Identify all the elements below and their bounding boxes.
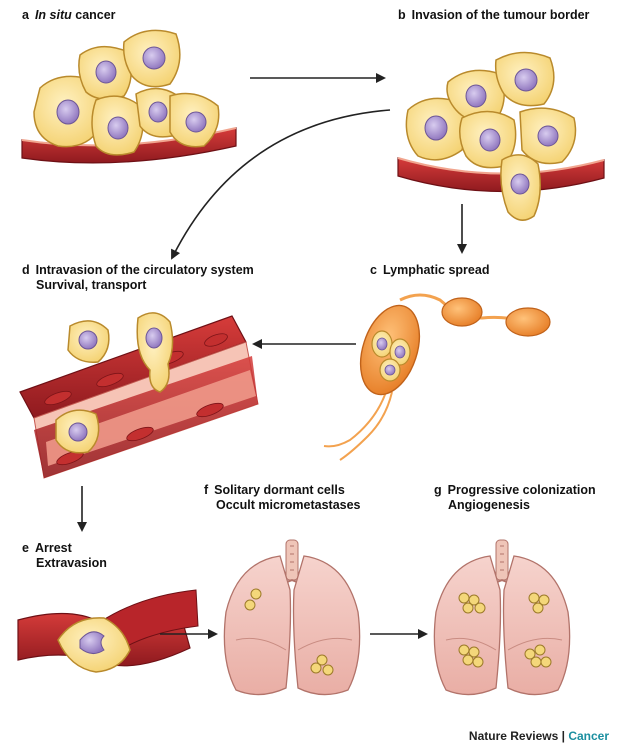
panel-title: cancer bbox=[72, 8, 116, 22]
panel-c-label: c Lymphatic spread bbox=[370, 263, 489, 278]
panel-title-line1: Solitary dormant cells bbox=[214, 483, 345, 497]
panel-title-line1: Progressive colonization bbox=[448, 483, 596, 497]
panel-title-line1: Arrest bbox=[35, 541, 72, 555]
panel-letter: g bbox=[434, 483, 442, 497]
panel-d-label: d Intravasion of the circulatory system S… bbox=[22, 263, 254, 293]
panel-d-intravasion bbox=[20, 313, 258, 478]
panel-letter: c bbox=[370, 263, 377, 277]
panel-c-lymphatic-spread bbox=[324, 295, 550, 460]
credit-separator: | bbox=[558, 729, 568, 743]
tumour-cell-cluster bbox=[34, 30, 219, 154]
panel-g-label: g Progressive colonization Angiogenesis bbox=[434, 483, 596, 513]
panel-letter: a bbox=[22, 8, 29, 22]
panel-a-in-situ-cancer bbox=[22, 30, 236, 162]
panel-e-arrest bbox=[18, 590, 198, 672]
panel-title-line2: Extravasion bbox=[36, 556, 107, 570]
journal-credit: Nature Reviews | Cancer bbox=[469, 729, 609, 743]
panel-title: Invasion of the tumour border bbox=[412, 8, 590, 22]
journal-section: Cancer bbox=[568, 729, 609, 743]
panel-title-line2: Survival, transport bbox=[36, 278, 146, 292]
panel-title-line2: Occult micrometastases bbox=[216, 498, 361, 512]
panel-title: Lymphatic spread bbox=[383, 263, 490, 277]
panel-e-label: e Arrest Extravasion bbox=[22, 541, 107, 571]
panel-title-line2: Angiogenesis bbox=[448, 498, 530, 512]
panel-b-label: b Invasion of the tumour border bbox=[398, 8, 589, 23]
panel-a-label: a In situ cancer bbox=[22, 8, 116, 23]
panel-title-line1: Intravasion of the circulatory system bbox=[36, 263, 254, 277]
panel-g-lungs bbox=[434, 540, 569, 695]
right-lung bbox=[504, 556, 570, 695]
panel-b-invasion bbox=[398, 52, 604, 220]
left-lung bbox=[434, 556, 500, 695]
panel-letter: f bbox=[204, 483, 208, 497]
lymph-node bbox=[506, 308, 550, 336]
panel-f-lungs bbox=[224, 540, 359, 695]
panel-letter: b bbox=[398, 8, 406, 22]
left-lung bbox=[224, 556, 290, 695]
panel-title-italic: In situ bbox=[35, 8, 72, 22]
lymph-node bbox=[442, 298, 482, 326]
journal-name: Nature Reviews bbox=[469, 729, 558, 743]
panel-letter: d bbox=[22, 263, 30, 277]
panel-letter: e bbox=[22, 541, 29, 555]
panel-f-label: f Solitary dormant cells Occult micrometa… bbox=[204, 483, 361, 513]
